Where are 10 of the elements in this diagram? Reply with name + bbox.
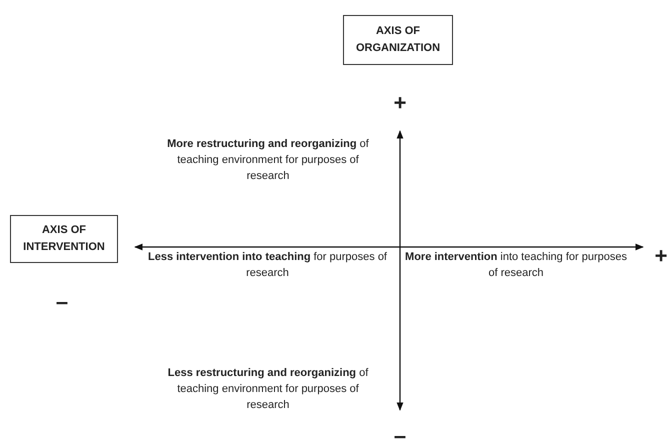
quadrant-description: More intervention into teaching for purposes of research [405, 250, 627, 281]
axis-pole-sign: – [392, 425, 408, 446]
quadrant-description: Less restructuring and reorganizing of teaching environment for purposes of research [166, 366, 370, 413]
axis-pole-sign: + [654, 245, 668, 267]
axis-pole-sign: – [54, 291, 70, 313]
quadrant-description: More restructuring and reorganizing of teaching environment for purposes of research [166, 137, 370, 184]
axis-title-box: AXIS OF ORGANIZATION [343, 15, 453, 65]
axis-pole-sign: + [392, 92, 408, 114]
axis-title-box: AXIS OF INTERVENTION [10, 215, 118, 263]
quadrant-description: Less intervention into teaching for purposes of research [146, 250, 388, 281]
